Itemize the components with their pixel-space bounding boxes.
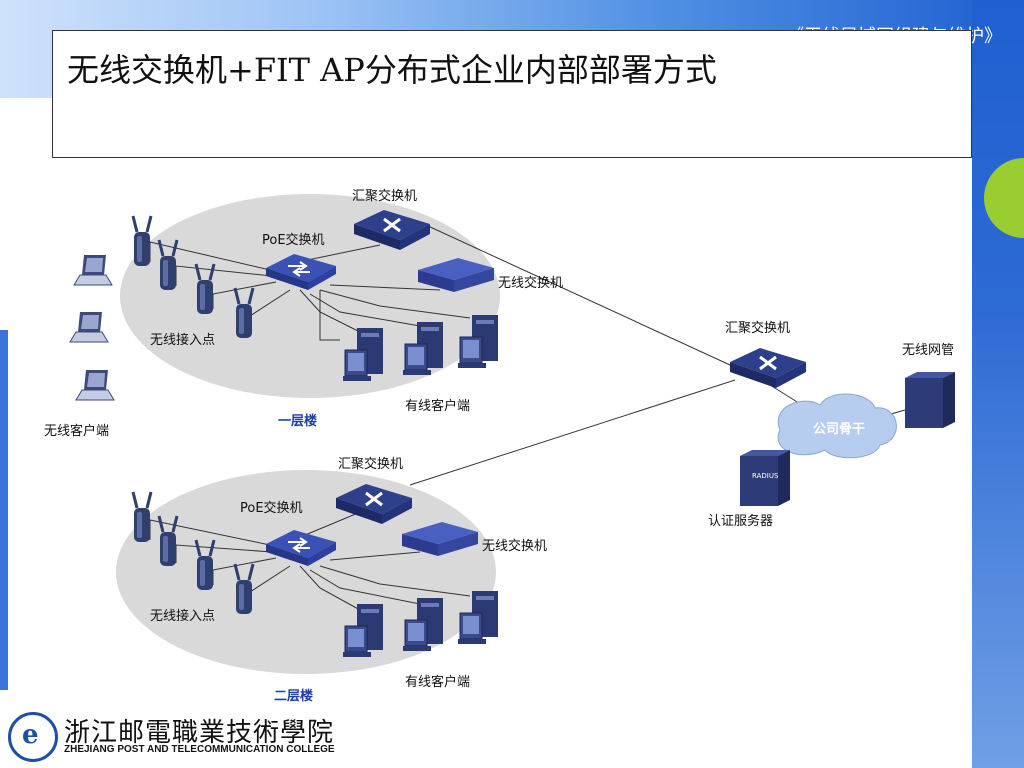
floor2-wswitch-label: 无线交换机 [482, 538, 547, 554]
college-logo: e 浙江邮電職業技術學院 ZHEJIANG POST AND TELECOMMU… [8, 712, 335, 764]
floor2-agg-label: 汇聚交换机 [338, 456, 403, 472]
floor1-wswitch-label: 无线交换机 [498, 275, 563, 291]
logo-emblem: e [8, 712, 58, 762]
floor1-label: 一层楼 [278, 413, 317, 429]
floor2-poe-label: PoE交换机 [240, 500, 303, 516]
floor1-poe-label: PoE交换机 [262, 232, 325, 248]
logo-english-name: ZHEJIANG POST AND TELECOMMUNICATION COLL… [64, 744, 335, 755]
floor1-agg-label: 汇聚交换机 [352, 188, 417, 204]
backbone-label: 公司骨干 [813, 422, 865, 437]
floor1-client-label: 有线客户端 [405, 398, 470, 414]
left-band [0, 330, 8, 690]
core-agg-label: 汇聚交换机 [725, 320, 790, 336]
wireless-client-label: 无线客户端 [44, 423, 109, 439]
radius-label: RADIUS [752, 472, 779, 480]
floor2-client-label: 有线客户端 [405, 674, 470, 690]
wlan-manager-label: 无线网管 [902, 343, 954, 358]
wlan-manager-server [905, 372, 955, 428]
title-box: 无线交换机+FIT AP分布式企业内部部署方式 [52, 30, 972, 158]
laptop-1 [73, 254, 113, 286]
slide-title: 无线交换机+FIT AP分布式企业内部部署方式 [67, 51, 717, 89]
floor1-ap-label: 无线接入点 [150, 332, 215, 348]
core-agg-switch [728, 346, 808, 390]
logo-chinese-name: 浙江邮電職業技術學院 [64, 718, 335, 748]
floor2-label: 二层楼 [274, 688, 313, 704]
floor2-ap-1 [131, 490, 153, 544]
auth-server-label: 认证服务器 [708, 513, 773, 529]
backbone-cloud [777, 393, 897, 459]
laptop-2 [69, 311, 109, 343]
right-band [972, 0, 1024, 768]
floor2-links [149, 379, 736, 611]
floor2-ap-label: 无线接入点 [150, 608, 215, 624]
floor1-ap-1 [131, 214, 153, 268]
laptop-3 [75, 369, 115, 401]
